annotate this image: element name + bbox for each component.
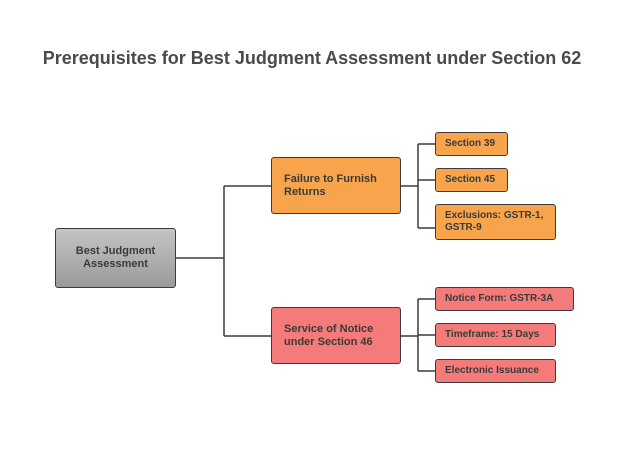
leaf-node-timeframe: Timeframe: 15 Days bbox=[435, 323, 556, 347]
diagram-title: Prerequisites for Best Judgment Assessme… bbox=[42, 48, 582, 68]
leaf-node-section-45: Section 45 bbox=[435, 168, 508, 192]
leaf-node-electronic-issuance: Electronic Issuance bbox=[435, 359, 556, 383]
branch-node-failure-to-furnish-returns: Failure to Furnish Returns bbox=[271, 157, 401, 214]
leaf-node-section-39: Section 39 bbox=[435, 132, 508, 156]
leaf-node-notice-form: Notice Form: GSTR-3A bbox=[435, 287, 574, 311]
branch-node-service-of-notice: Service of Notice under Section 46 bbox=[271, 307, 401, 364]
root-node-best-judgment-assessment: Best Judgment Assessment bbox=[55, 228, 176, 288]
leaf-node-exclusions: Exclusions: GSTR-1, GSTR-9 bbox=[435, 204, 556, 240]
